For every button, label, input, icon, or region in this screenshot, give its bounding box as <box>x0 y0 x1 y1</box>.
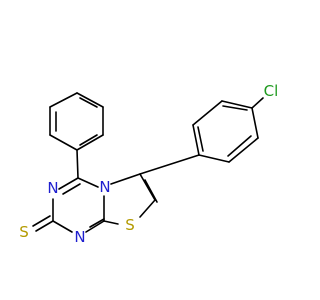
bond <box>62 183 81 195</box>
bond <box>76 149 79 179</box>
atom-label-n-bottom: N <box>74 228 85 246</box>
bond <box>58 177 79 190</box>
atom-label-s-thione: S <box>19 223 29 241</box>
atom-label-n-top: N <box>99 178 110 196</box>
bond <box>192 100 223 126</box>
bond <box>228 137 259 163</box>
bond <box>198 154 230 163</box>
bond <box>139 199 156 218</box>
bond <box>139 173 156 201</box>
bond <box>139 154 200 175</box>
bonds <box>32 92 264 233</box>
bond <box>77 177 99 188</box>
atom-label-cl: Cl <box>264 82 279 100</box>
bond <box>110 173 141 185</box>
bond <box>251 97 264 109</box>
bond <box>76 134 104 151</box>
bond <box>227 135 252 157</box>
bond <box>251 107 259 139</box>
bond <box>221 100 253 109</box>
atom-labels: N N N S S Cl <box>19 82 278 246</box>
bond <box>35 220 54 232</box>
bond <box>85 220 105 233</box>
bond <box>222 105 248 111</box>
bond <box>89 218 105 228</box>
atom-label-n-left: N <box>47 179 58 197</box>
bond <box>197 126 204 152</box>
bond <box>52 220 73 233</box>
atom-label-s-ring: S <box>125 216 135 234</box>
bond <box>32 215 51 227</box>
bond <box>49 134 78 151</box>
bond <box>79 134 98 146</box>
bond <box>79 97 98 108</box>
bond <box>76 92 104 108</box>
bond <box>192 124 200 156</box>
structure-svg: N N N S S Cl <box>19 82 278 246</box>
molecule-diagram: N N N S S Cl <box>19 82 278 246</box>
bond <box>144 179 158 203</box>
bond <box>49 92 78 108</box>
bond <box>103 220 119 225</box>
